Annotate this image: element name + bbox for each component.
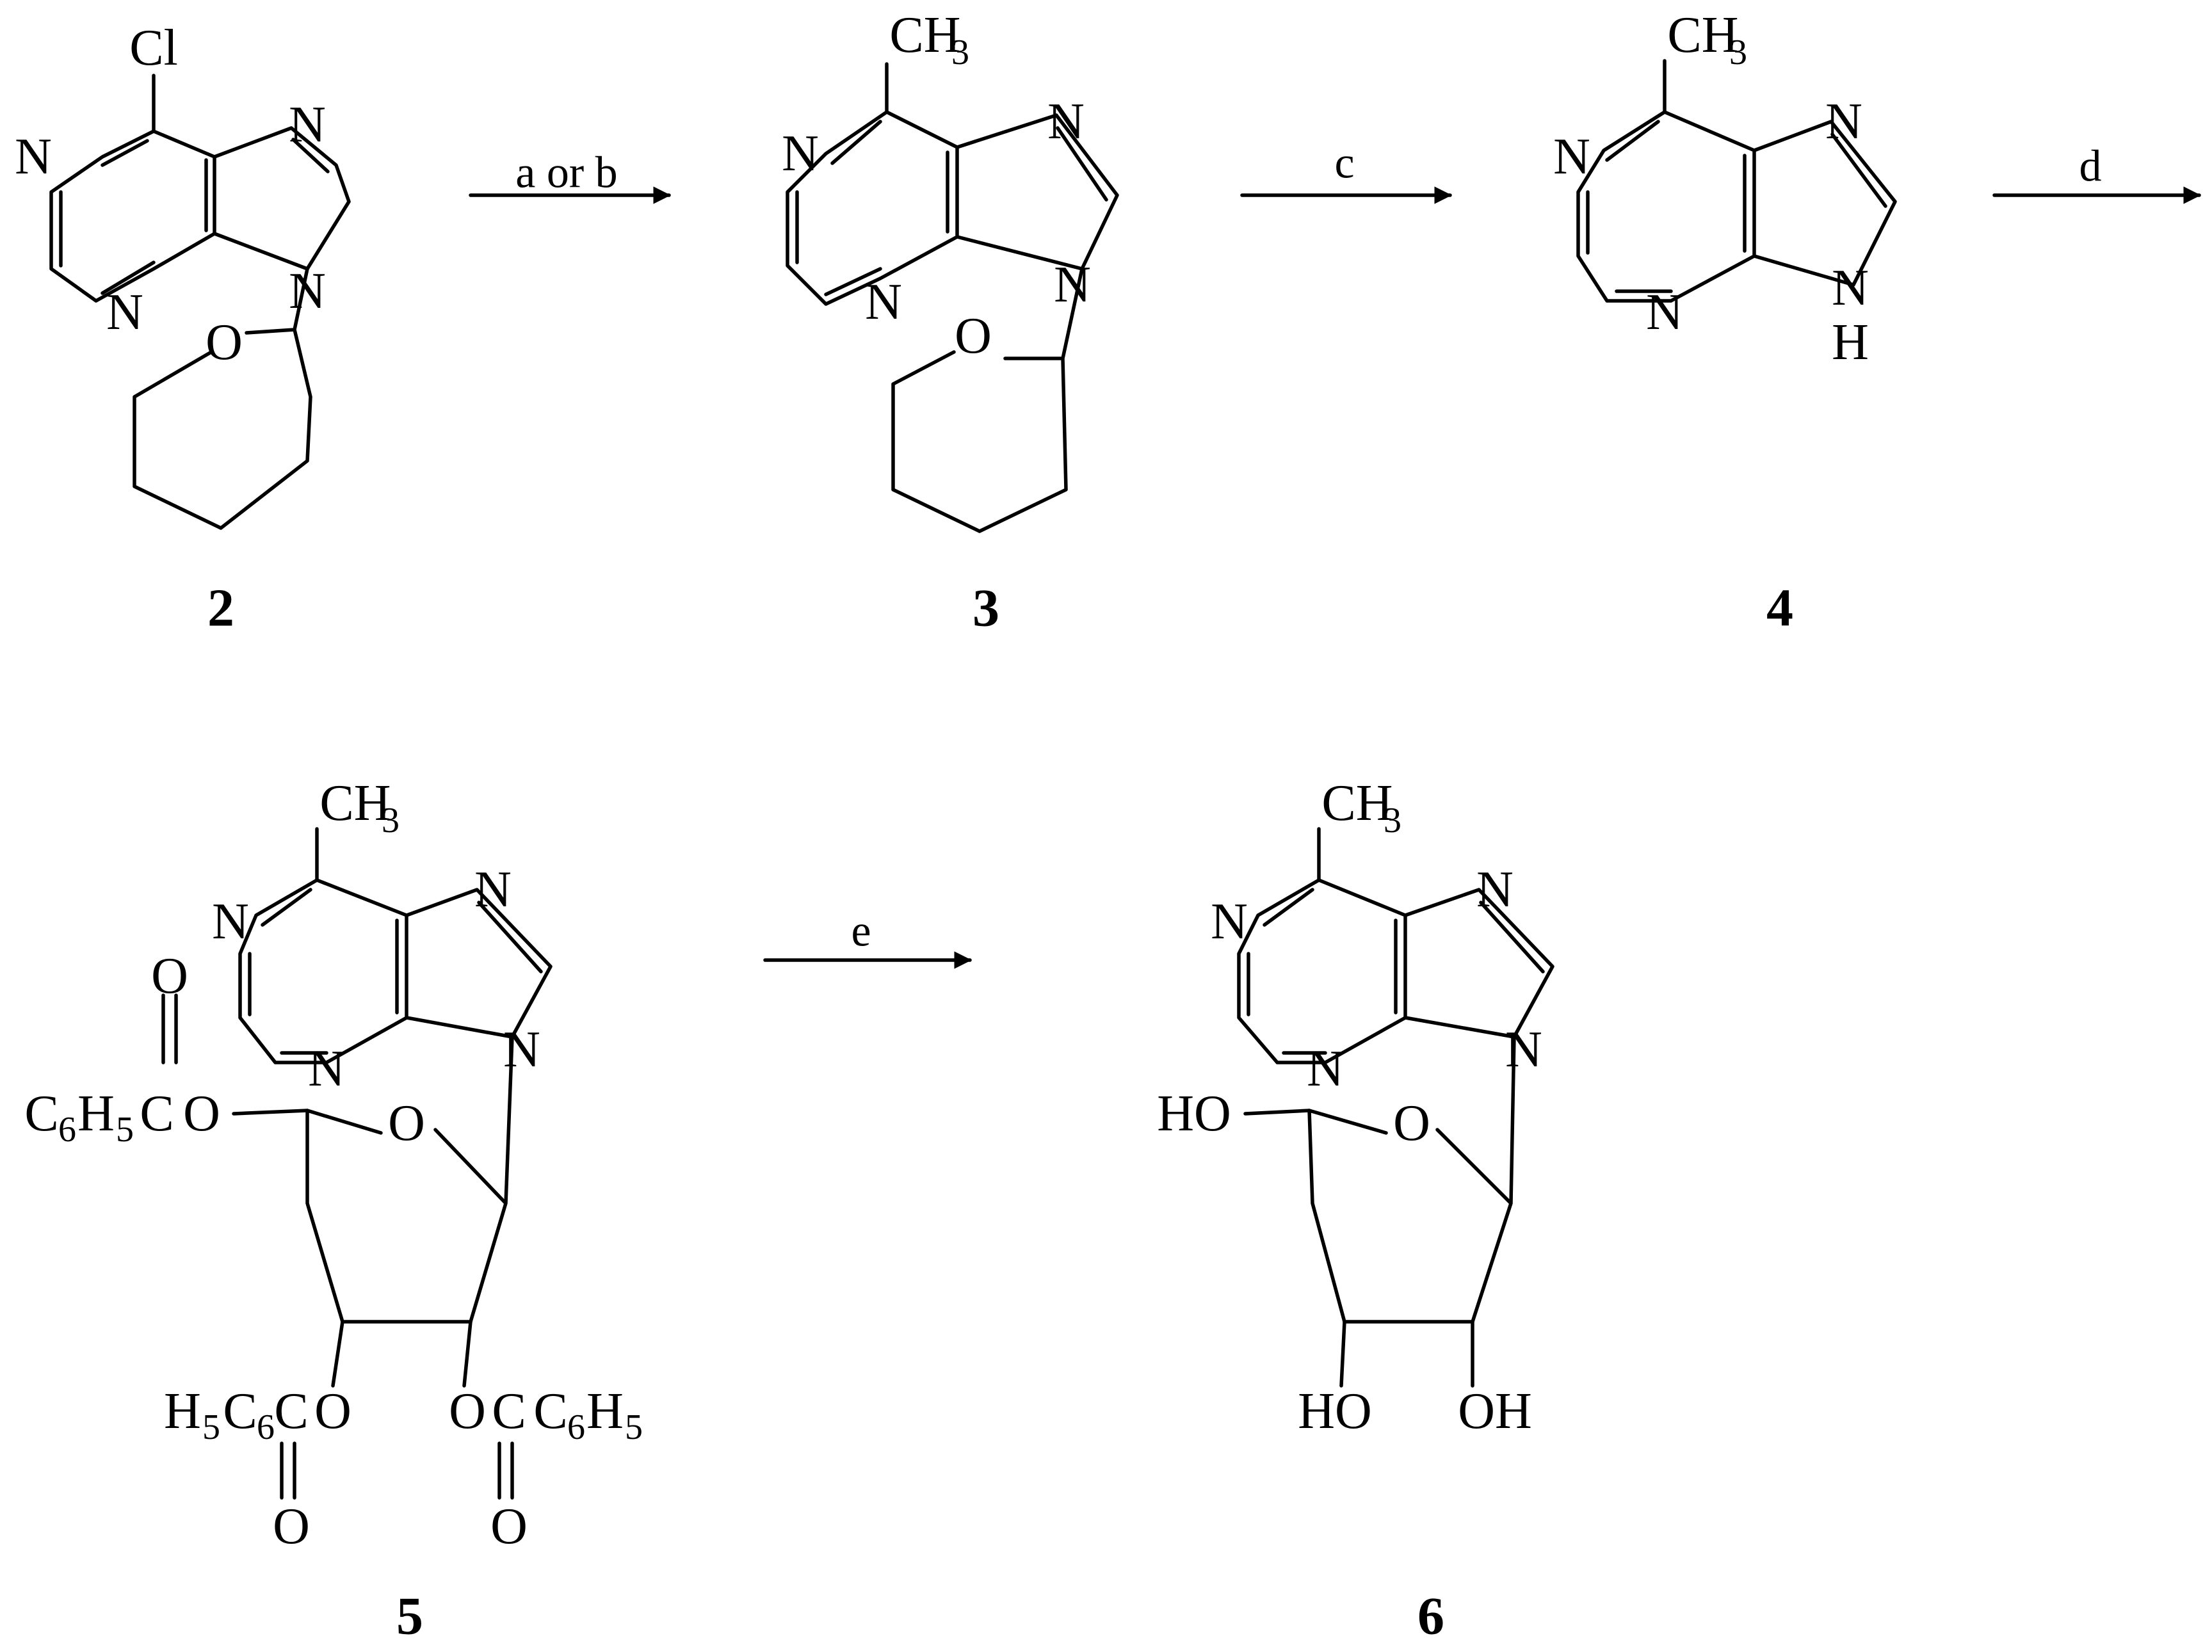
compound-5-structure — [161, 827, 553, 1500]
atom-ch3-subscript: 3 — [951, 33, 969, 72]
atom-n: N — [1054, 257, 1091, 313]
atom-n: N — [289, 263, 326, 319]
atom-o: O — [1393, 1095, 1430, 1151]
svg-text:H: H — [164, 1383, 201, 1439]
atom-o: O — [955, 308, 992, 364]
atom-n: N — [782, 125, 819, 182]
svg-text:O: O — [183, 1086, 220, 1142]
compound-4-structure — [1576, 59, 1897, 303]
atom-n: N — [289, 97, 326, 153]
svg-text:H: H — [77, 1086, 115, 1142]
atom-n: N — [308, 1041, 345, 1097]
compound-6-atoms: CH 3 N N N N O HO HO OH — [1157, 775, 1542, 1439]
svg-text:5: 5 — [202, 1407, 220, 1447]
svg-text:5: 5 — [116, 1110, 134, 1150]
compound-number: 4 — [1766, 579, 1793, 638]
svg-text:5: 5 — [625, 1407, 643, 1447]
svg-text:C: C — [274, 1383, 308, 1439]
svg-text:6: 6 — [257, 1407, 275, 1447]
atom-o: O — [273, 1498, 310, 1555]
atom-o: O — [206, 314, 243, 371]
svg-text:C: C — [140, 1086, 174, 1142]
atom-ch3: CH — [889, 7, 960, 63]
compound-5-atoms: CH 3 N N N N O O C 6 H 5 C O H 5 C 6 C O… — [24, 775, 643, 1555]
atom-n: N — [474, 862, 512, 918]
atom-ho: HO — [1298, 1383, 1372, 1439]
svg-text:C: C — [492, 1383, 526, 1439]
atom-n: N — [503, 1022, 540, 1078]
svg-text:6: 6 — [567, 1407, 585, 1447]
atom-o: O — [388, 1095, 425, 1151]
svg-text:C: C — [24, 1086, 58, 1142]
atom-o: O — [151, 948, 188, 1004]
svg-text:O: O — [314, 1383, 351, 1439]
compound-number: 5 — [396, 1587, 423, 1646]
svg-text:C: C — [223, 1383, 257, 1439]
compound-3-structure — [786, 62, 1119, 533]
atom-ch3-subscript: 3 — [1729, 33, 1747, 72]
atom-ch3: CH — [1667, 7, 1738, 63]
atom-n: N — [106, 284, 143, 341]
svg-text:H: H — [586, 1383, 624, 1439]
atom-oh: OH — [1458, 1383, 1532, 1439]
atom-ch3-subscript: 3 — [382, 801, 400, 840]
atom-n: N — [1825, 93, 1862, 150]
reaction-condition: c — [1334, 139, 1354, 188]
atom-n: N — [1307, 1041, 1344, 1097]
compound-4-atoms: CH 3 N N N N H — [1553, 7, 1869, 371]
reaction-condition: e — [851, 907, 871, 956]
svg-text:6: 6 — [58, 1110, 76, 1150]
atom-n: N — [1646, 284, 1683, 341]
atom-ho: HO — [1157, 1086, 1231, 1142]
benzoyl-ester-2prime: O C C 6 H 5 O — [449, 1383, 643, 1555]
compound-6-structure — [1237, 827, 1554, 1388]
atom-ch3: CH — [1321, 775, 1393, 831]
reaction-condition: d — [2079, 142, 2102, 191]
svg-text:O: O — [449, 1383, 486, 1439]
compound-2-atoms: Cl N N N N O — [15, 20, 326, 371]
compound-3-atoms: CH 3 N N N N O — [782, 7, 1091, 364]
atom-n: N — [1832, 260, 1869, 316]
atom-n: N — [15, 129, 52, 185]
atom-n: N — [1505, 1022, 1542, 1078]
reaction-condition: a or b — [515, 148, 617, 198]
compound-2-structure — [49, 74, 351, 530]
atom-ch3-subscript: 3 — [1384, 801, 1401, 840]
benzoyl-ester-5prime: C 6 H 5 C O — [24, 1086, 220, 1150]
benzoyl-ester-3prime: H 5 C 6 C O O — [164, 1383, 351, 1555]
atom-o: O — [490, 1498, 528, 1555]
atom-n: N — [1211, 894, 1248, 950]
svg-text:C: C — [533, 1383, 567, 1439]
atom-ch3: CH — [319, 775, 391, 831]
compound-number: 2 — [207, 579, 234, 638]
compound-number: 6 — [1417, 1587, 1444, 1646]
atom-n: N — [1476, 862, 1514, 918]
compound-number: 3 — [973, 579, 999, 638]
atom-cl: Cl — [129, 20, 178, 76]
atom-n: N — [1047, 93, 1085, 150]
atom-h: H — [1832, 314, 1869, 371]
atom-n: N — [865, 274, 902, 330]
atom-n: N — [212, 894, 249, 950]
atom-n: N — [1553, 129, 1590, 185]
